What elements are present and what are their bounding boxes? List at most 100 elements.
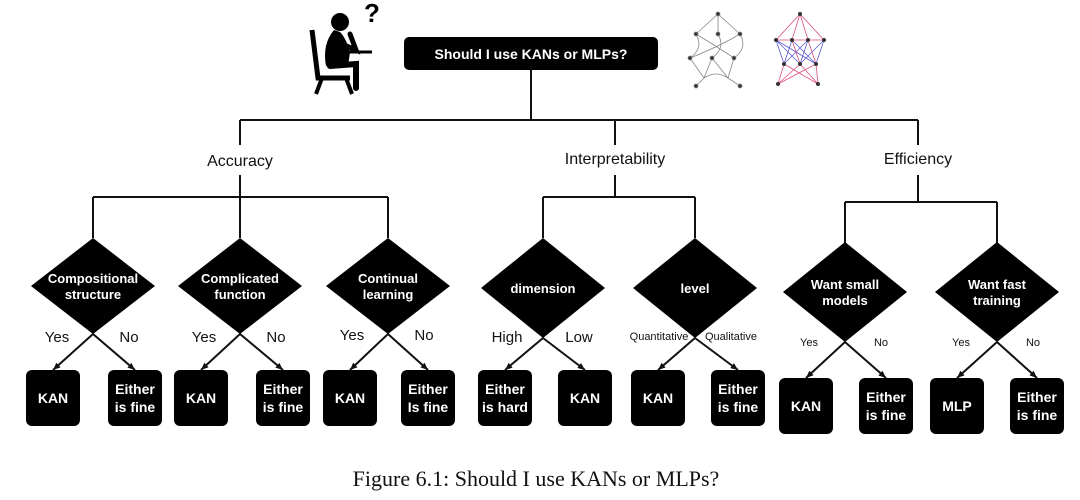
decision-label: training xyxy=(973,293,1021,308)
outcome-label: KAN xyxy=(570,390,600,406)
no-label: No xyxy=(119,329,138,346)
yes-outcome-box xyxy=(478,370,532,426)
outcome-label: is fine xyxy=(263,399,304,415)
arrowhead xyxy=(350,362,358,370)
decision-label: level xyxy=(681,281,710,296)
decision-label: Complicated xyxy=(201,271,279,286)
outcome-label: is fine xyxy=(1017,407,1058,423)
yes-branch-line xyxy=(200,333,241,371)
yes-branch-line xyxy=(956,341,998,379)
outcome-label: is hard xyxy=(482,399,528,415)
outcome-label: Is fine xyxy=(408,399,449,415)
decision-diamond xyxy=(481,238,605,338)
outcome-label: KAN xyxy=(791,398,821,414)
no-label: Qualitative xyxy=(705,331,757,343)
figure-caption: Figure 6.1: Should I use KANs or MLPs? xyxy=(353,466,720,491)
root-question-label: Should I use KANs or MLPs? xyxy=(435,46,628,62)
thinking-person-icon xyxy=(309,13,372,95)
decision-diamond xyxy=(783,242,907,342)
no-branch-line xyxy=(92,333,136,371)
decision-diamond xyxy=(633,238,757,338)
yes-branch-line xyxy=(52,333,94,371)
no-label: Low xyxy=(565,329,593,346)
yes-outcome-box xyxy=(26,370,80,426)
decision-label: dimension xyxy=(510,281,575,296)
decision-diamond xyxy=(326,238,450,334)
no-outcome-box xyxy=(711,370,765,426)
no-label: No xyxy=(874,337,888,349)
category-interpretability: Interpretability xyxy=(565,151,666,168)
outcome-label: KAN xyxy=(335,390,365,406)
yes-branch-line xyxy=(349,333,389,371)
outcome-label: Either xyxy=(1017,389,1057,405)
category-accuracy: Accuracy xyxy=(207,153,273,170)
arrowhead xyxy=(53,362,61,370)
category-connectors xyxy=(92,175,998,243)
outcome-label: KAN xyxy=(186,390,216,406)
outcome-label: Either xyxy=(263,381,303,397)
yes-label: Yes xyxy=(192,329,216,346)
outcome-label: MLP xyxy=(942,398,972,414)
no-outcome-box xyxy=(401,370,455,426)
arrowhead xyxy=(878,370,886,378)
yes-branch-line xyxy=(657,337,696,371)
arrowhead xyxy=(658,362,666,370)
question-mark: ? xyxy=(364,0,380,28)
arrowhead xyxy=(127,362,135,370)
outcome-label: Either xyxy=(115,381,155,397)
outcome-label: Either xyxy=(718,381,758,397)
outcome-label: is fine xyxy=(718,399,759,415)
root-question-box: Should I use KANs or MLPs? xyxy=(404,37,658,70)
arrowhead xyxy=(730,363,738,370)
no-outcome-box xyxy=(558,370,612,426)
yes-label: Quantitative xyxy=(630,331,689,343)
yes-label: Yes xyxy=(340,327,364,344)
arrowhead xyxy=(420,362,428,370)
top-connectors xyxy=(239,70,919,145)
no-branch-line xyxy=(694,337,739,371)
outcome-label: is fine xyxy=(866,407,907,423)
decision-label: models xyxy=(822,293,868,308)
no-branch-line xyxy=(239,333,284,371)
decision-diamond xyxy=(178,238,302,334)
category-efficiency: Efficiency xyxy=(884,151,952,168)
no-label: No xyxy=(1026,337,1040,349)
no-outcome-box xyxy=(859,378,913,434)
decision-label: Continual xyxy=(358,271,418,286)
no-outcome-box xyxy=(256,370,310,426)
outcome-label: Either xyxy=(866,389,906,405)
outcome-label: Either xyxy=(408,381,448,397)
no-branch-line xyxy=(387,333,429,371)
yes-label: High xyxy=(492,329,523,346)
decision-diamond xyxy=(31,238,155,334)
yes-label: Yes xyxy=(45,329,69,346)
decision-label: function xyxy=(214,287,265,302)
no-branch-line xyxy=(542,337,586,371)
outcome-label: KAN xyxy=(38,390,68,406)
kan-network-icon xyxy=(687,11,744,89)
arrowhead xyxy=(505,362,513,370)
decision-label: Want small xyxy=(811,277,879,292)
arrowhead xyxy=(275,362,283,370)
decision-diamond xyxy=(935,242,1059,342)
yes-outcome-box xyxy=(323,370,377,426)
no-branch-line xyxy=(996,341,1038,379)
yes-branch-line xyxy=(805,341,846,379)
yes-label: Yes xyxy=(952,337,970,349)
arrowhead xyxy=(577,363,585,370)
decision-label: Compositional xyxy=(48,271,138,286)
arrowhead xyxy=(201,362,209,370)
no-label: No xyxy=(414,327,433,344)
arrowhead xyxy=(957,370,965,378)
yes-label: Yes xyxy=(800,337,818,349)
yes-outcome-box xyxy=(930,378,984,434)
